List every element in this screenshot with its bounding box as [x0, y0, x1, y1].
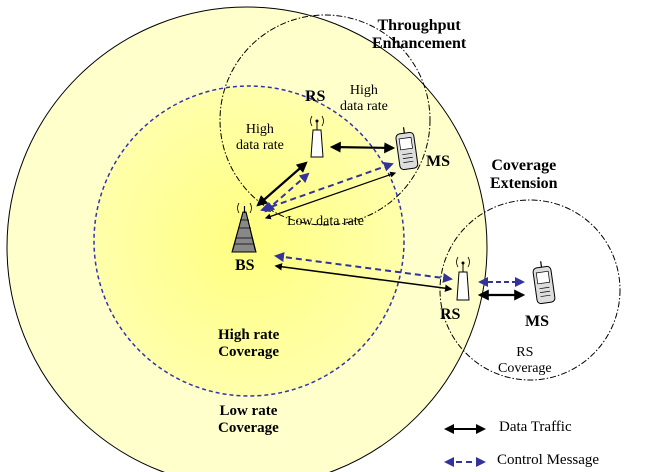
high-data-rate-rs-ms-label: High data rate — [340, 83, 388, 115]
throughput-enhancement-label: Throughput Enhancement — [372, 17, 467, 53]
ms-bottom-label: MS — [525, 313, 549, 330]
rs-coverage-label: RS Coverage — [498, 345, 552, 377]
ms-top-label: MS — [426, 153, 450, 170]
rs-coverage-circle-top — [219, 14, 431, 226]
ms-bottom-phone-icon — [532, 261, 556, 305]
low-data-rate-label: Low data rate — [287, 214, 364, 229]
high-data-rate-bs-rs-label: High data rate — [236, 122, 284, 154]
high-rate-coverage-label: High rate Coverage — [218, 327, 280, 361]
legend-data-traffic-label: Data Traffic — [499, 419, 572, 435]
rs-bottom-icon — [456, 256, 470, 301]
data-arrow-rs-ms — [329, 141, 396, 154]
rs-top-label: RS — [305, 88, 326, 105]
low-rate-coverage-label: Low rate Coverage — [218, 403, 279, 437]
rs-top-icon — [310, 115, 324, 158]
bs-label: BS — [235, 257, 255, 274]
legend-control-message-label: Control Message — [497, 452, 600, 468]
coverage-extension-label: Coverage Extension — [490, 157, 558, 193]
rs-coverage-circle-bottom — [439, 199, 621, 381]
rs-bottom-label: RS — [440, 306, 461, 323]
control-arrow-bs-ms — [260, 161, 394, 213]
ms-top-phone-icon — [395, 127, 419, 171]
bs-tower-icon — [231, 202, 257, 253]
